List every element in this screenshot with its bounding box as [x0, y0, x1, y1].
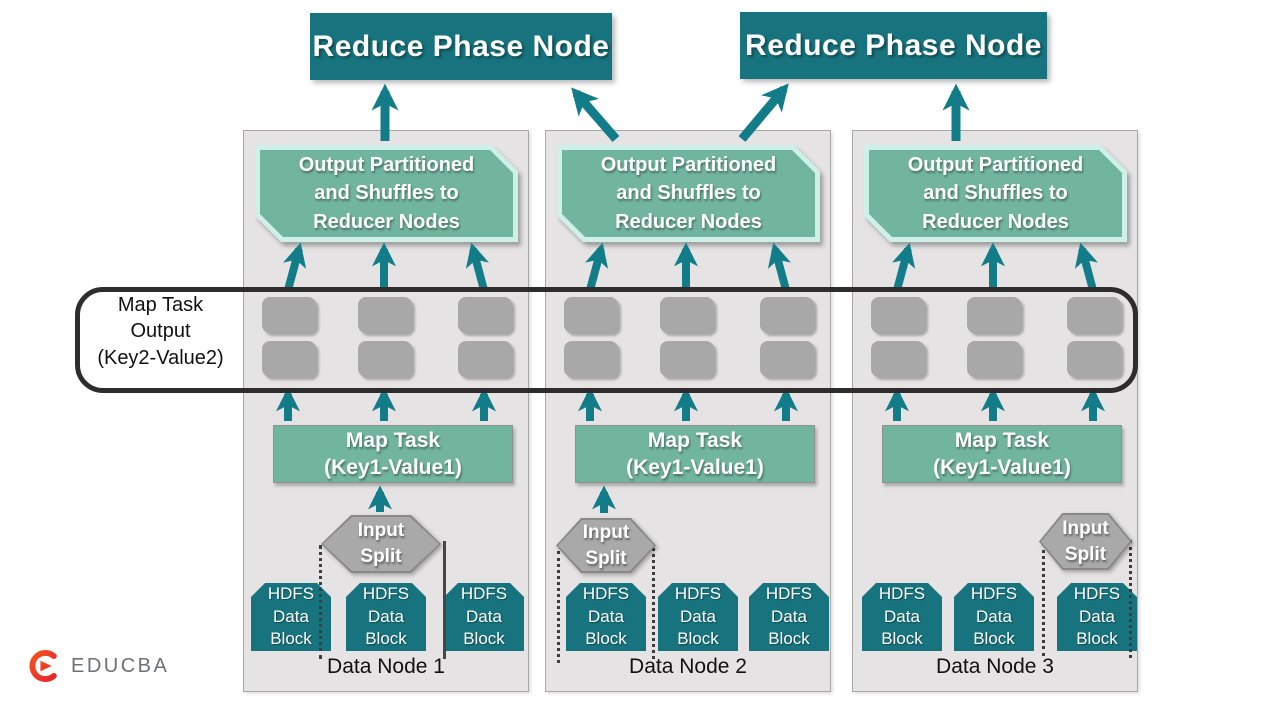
output-box-fill [562, 150, 815, 237]
hdfs-data-block: HDFS Data Block [444, 583, 524, 651]
split-boundary-solid-line [443, 541, 446, 659]
split-boundary-dotted-line [1042, 543, 1045, 656]
output-partition-box-1: Output Partitioned and Shuffles to Reduc… [255, 145, 518, 242]
hexagon-fill [323, 517, 439, 571]
map-output-record [564, 341, 618, 377]
split-boundary-dotted-line [557, 551, 560, 663]
map-output-record [760, 297, 814, 333]
map-task-output-band [75, 287, 1138, 393]
map-output-record [660, 297, 714, 333]
map-output-record [458, 341, 512, 377]
hdfs-data-block: HDFS Data Block [1057, 583, 1137, 651]
hdfs-data-block: HDFS Data Block [251, 583, 331, 651]
hdfs-data-block: HDFS Data Block [346, 583, 426, 651]
data-node-3-container: Output Partitioned and Shuffles to Reduc… [852, 130, 1138, 692]
hexagon-fill [1041, 515, 1130, 568]
data-node-3-label: Data Node 3 [936, 655, 1054, 678]
data-node-2-container: Output Partitioned and Shuffles to Reduc… [545, 130, 831, 692]
output-box-label: Output Partitioned and Shuffles to Reduc… [600, 153, 777, 233]
hdfs-data-block: HDFS Data Block [862, 583, 942, 651]
input-split-label: Input Split [357, 520, 405, 567]
hexagon-fill [558, 520, 654, 571]
input-split-hexagon-2: Input Split [556, 518, 656, 573]
map-output-record [660, 341, 714, 377]
output-box-fill [869, 150, 1122, 237]
hdfs-data-block: HDFS Data Block [566, 583, 646, 651]
hdfs-data-block: HDFS Data Block [954, 583, 1034, 651]
map-task-box-1: Map Task (Key1-Value1) [273, 425, 513, 483]
data-node-1-label: Data Node 1 [327, 655, 445, 678]
hdfs-data-block: HDFS Data Block [658, 583, 738, 651]
educba-logo-text: EDUCBA [71, 654, 170, 677]
data-node-2-label: Data Node 2 [629, 655, 747, 678]
output-partition-box-2: Output Partitioned and Shuffles to Reduc… [557, 145, 820, 242]
input-split-hexagon-3: Input Split [1039, 513, 1132, 570]
map-output-record [358, 341, 412, 377]
output-box-label: Output Partitioned and Shuffles to Reduc… [298, 153, 475, 233]
map-output-record [262, 341, 316, 377]
educba-logo-icon [29, 650, 57, 682]
output-box-label: Output Partitioned and Shuffles to Reduc… [907, 153, 1084, 233]
map-output-record [262, 297, 316, 333]
map-output-record [871, 297, 925, 333]
input-split-label: Input Split [1062, 517, 1109, 565]
map-task-output-label: Map Task Output (Key2-Value2) [97, 294, 224, 369]
hdfs-data-block: HDFS Data Block [749, 583, 829, 651]
output-box-fill [260, 150, 513, 237]
input-split-label: Input Split [582, 521, 630, 569]
output-partition-box-3: Output Partitioned and Shuffles to Reduc… [864, 145, 1127, 242]
data-node-1-container: Output Partitioned and Shuffles to Reduc… [243, 130, 529, 692]
map-output-record [871, 341, 925, 377]
map-output-record [358, 297, 412, 333]
split-boundary-dotted-line [1129, 540, 1132, 658]
reduce-phase-node-1: Reduce Phase Node [310, 13, 612, 80]
reduce-phase-node-2: Reduce Phase Node [740, 12, 1047, 79]
educba-logo: EDUCBA [26, 648, 169, 684]
map-output-record [967, 341, 1021, 377]
map-output-record [760, 341, 814, 377]
map-output-record [564, 297, 618, 333]
input-split-hexagon-1: Input Split [321, 515, 441, 573]
map-output-record [458, 297, 512, 333]
map-task-box-3: Map Task (Key1-Value1) [882, 425, 1122, 483]
map-task-box-2: Map Task (Key1-Value1) [575, 425, 815, 483]
map-output-record [967, 297, 1021, 333]
split-boundary-dotted-line [652, 548, 655, 659]
split-boundary-dotted-line [319, 545, 322, 659]
